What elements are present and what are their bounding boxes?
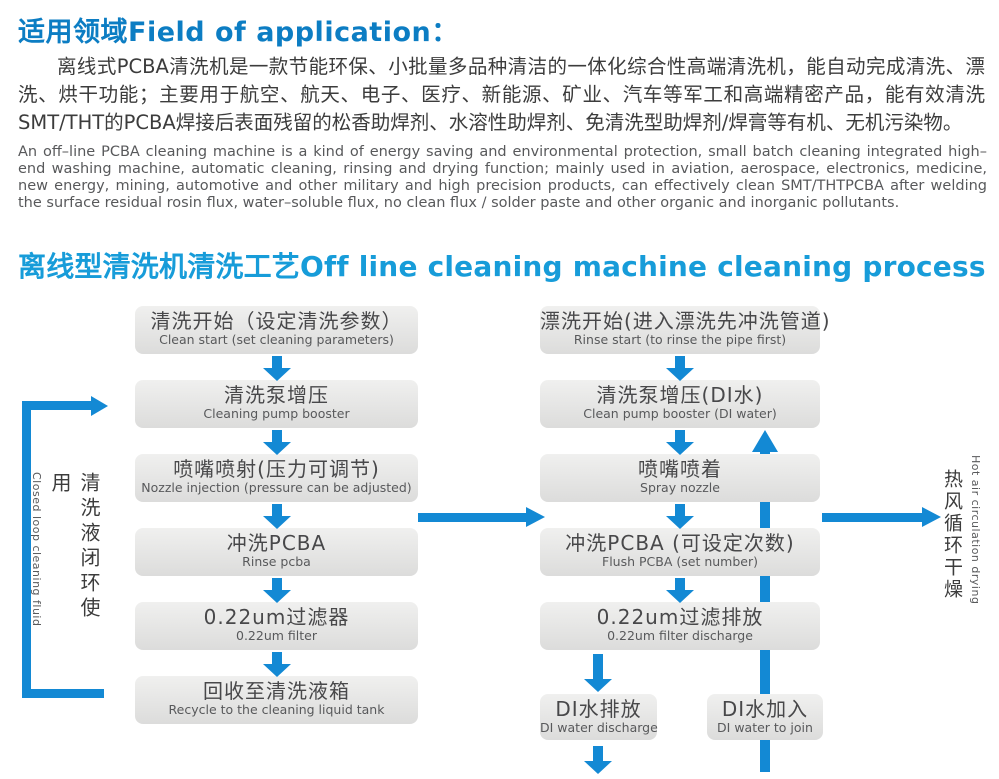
intro-paragraph-zh: 离线式PCBA清洗机是一款节能环保、小批量多品种清洁的一体化综合性高端清洗机，能… [18,55,985,134]
flow-box-zh: DI水排放 [555,697,642,721]
flow-box-zh: 0.22um过滤排放 [596,605,764,629]
down-arrow-icon [263,652,291,677]
down-arrow-icon [666,356,694,381]
hot-air-drying-label-en: Hot air circulation drying [969,455,982,605]
flow-box-en: Rinse pcba [242,554,311,569]
flow-box-zh: 0.22um过滤器 [203,605,350,629]
hot-air-drying-label-zh: 热风循环干燥 [941,469,963,601]
flow-box-zh: 清洗泵增压(DI水) [596,383,764,407]
flow-box-recycle-tank: 回收至清洗液箱 Recycle to the cleaning liquid t… [135,676,418,724]
closed-loop-arrow-icon [91,396,108,416]
hot-air-drying-label: 热风循环干燥 Hot air circulation drying [939,455,982,615]
flow-box-en: Nozzle injection (pressure can be adjust… [141,480,412,495]
flow-box-en: DI water discharge [540,720,658,735]
flow-box-zh: 冲洗PCBA [226,531,327,555]
flow-box-clean-pump-booster-di: 清洗泵增压(DI水) Clean pump booster (DI water) [540,380,820,428]
flow-box-en: Cleaning pump booster [203,406,350,421]
flow-box-zh: 回收至清洗液箱 [203,679,350,703]
down-arrow-icon [263,504,291,529]
flow-box-zh: 清洗泵增压 [224,383,329,407]
flow-box-di-water-discharge: DI水排放 DI water discharge [540,694,658,740]
flow-box-rinse-pcba: 冲洗PCBA Rinse pcba [135,528,418,576]
up-arrow-icon [752,430,778,452]
down-arrow-icon [263,578,291,603]
section1-title: 适用领域Field of application： [18,17,459,48]
flow-box-clean-start: 清洗开始（设定清洗参数） Clean start (set cleaning p… [135,306,418,354]
flow-box-filter: 0.22um过滤器 0.22um filter [135,602,418,650]
flow-box-en: 0.22um filter [236,628,317,643]
flow-box-di-water-join: DI水加入 DI water to join [707,694,823,740]
closed-loop-label-zh: 清洗液闭环使用 [48,472,101,622]
down-arrow-icon [666,504,694,529]
closed-loop-label-en: Closed loop cleaning fluid [30,472,43,627]
flow-box-rinse-start: 漂洗开始(进入漂洗先冲洗管道) Rinse start (to rinse th… [540,306,831,354]
down-arrow-icon [666,578,694,603]
to-drying-stage-arrow-icon [922,507,941,527]
closed-loop-line-top [22,401,92,410]
down-arrow-icon [263,356,291,381]
flow-box-en: Spray nozzle [640,480,720,495]
flow-box-zh: 漂洗开始(进入漂洗先冲洗管道) [540,309,831,333]
flow-box-zh: 清洗开始（设定清洗参数） [150,309,403,333]
closed-loop-line-bottom [22,689,104,698]
flow-box-filter-discharge: 0.22um过滤排放 0.22um filter discharge [540,602,820,650]
down-arrow-icon [584,654,612,692]
down-arrow-icon [584,746,612,774]
flow-box-en: Clean pump booster (DI water) [583,406,777,421]
flow-box-spray-nozzle: 喷嘴喷着 Spray nozzle [540,454,820,502]
flow-box-en: Recycle to the cleaning liquid tank [168,702,385,717]
flow-box-zh: 喷嘴喷射(压力可调节) [173,457,380,481]
section2-title: 离线型清洗机清洗工艺Off line cleaning machine clea… [18,250,986,283]
to-rinse-stage-arrow-icon [526,507,545,527]
cleaning-process-flowchart: 清洗开始（设定清洗参数） Clean start (set cleaning p… [0,300,999,779]
flow-box-flush-pcba: 冲洗PCBA (可设定次数) Flush PCBA (set number) [540,528,820,576]
flow-box-en: Flush PCBA (set number) [602,554,758,569]
to-rinse-stage-line [418,513,526,522]
closed-loop-line-vertical [22,401,31,698]
flow-box-nozzle-injection: 喷嘴喷射(压力可调节) Nozzle injection (pressure c… [135,454,418,502]
to-drying-stage-line [822,513,922,522]
down-arrow-icon [666,430,694,455]
closed-loop-label: Closed loop cleaning fluid 清洗液闭环使用 [30,472,104,632]
flow-box-zh: 冲洗PCBA (可设定次数) [565,531,795,555]
flow-box-cleaning-pump-booster: 清洗泵增压 Cleaning pump booster [135,380,418,428]
flow-box-zh: DI水加入 [721,697,809,721]
down-arrow-icon [263,430,291,455]
flow-box-en: Rinse start (to rinse the pipe first) [573,332,787,347]
flow-box-en: Clean start (set cleaning parameters) [159,332,394,347]
intro-paragraph-en: An off–line PCBA cleaning machine is a k… [18,144,987,211]
flow-box-en: 0.22um filter discharge [607,628,753,643]
flow-box-zh: 喷嘴喷着 [638,457,722,481]
flow-box-en: DI water to join [717,720,813,735]
